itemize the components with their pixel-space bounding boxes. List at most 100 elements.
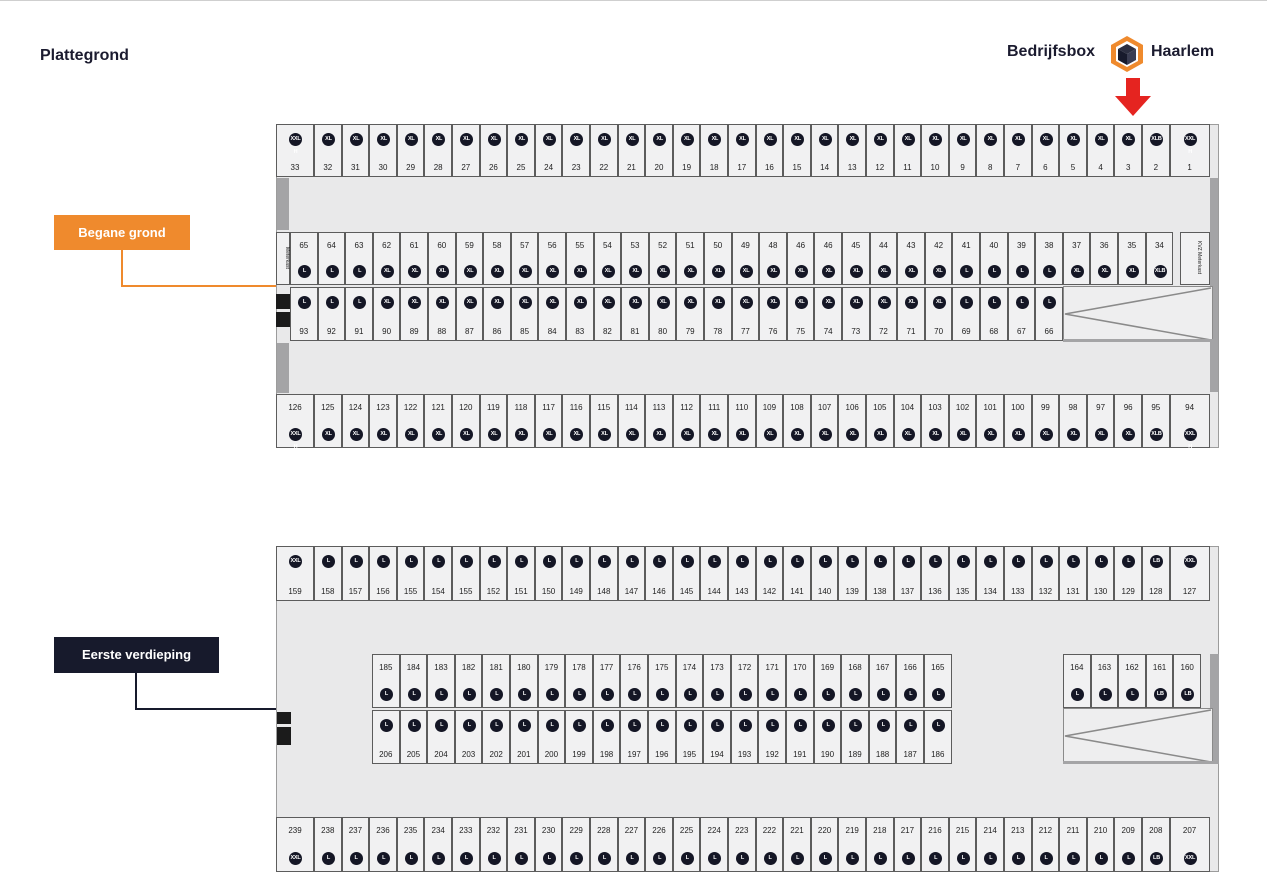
storage-box[interactable]: 64L (317, 232, 346, 285)
storage-box[interactable]: 177L (592, 654, 621, 708)
storage-box[interactable]: 48XL (759, 232, 787, 285)
storage-box[interactable]: 219L (838, 817, 866, 872)
storage-box[interactable]: 212L (1031, 817, 1060, 872)
storage-box[interactable]: 234L (424, 817, 452, 872)
storage-box[interactable]: 220L (810, 817, 839, 872)
storage-box[interactable]: 130L (1086, 546, 1115, 601)
storage-box[interactable]: 211L (1059, 817, 1087, 872)
storage-box[interactable]: 1XXL H (1169, 124, 1210, 177)
storage-box[interactable]: 10XL (921, 124, 949, 177)
storage-box[interactable]: 213L (1004, 817, 1032, 872)
storage-box[interactable]: 173L (703, 654, 731, 708)
storage-box[interactable]: 191L (786, 710, 814, 764)
storage-box[interactable]: 124XL (341, 394, 370, 448)
storage-box[interactable]: 134L (976, 546, 1004, 601)
storage-box[interactable]: 154L (424, 546, 452, 601)
storage-box[interactable]: 82XL (593, 287, 622, 341)
storage-box[interactable]: 85XL (510, 287, 539, 341)
storage-box[interactable]: 16XL (755, 124, 784, 177)
storage-box[interactable]: 62XL (372, 232, 401, 285)
storage-box[interactable]: 168L (841, 654, 869, 708)
storage-box[interactable]: 55XL (566, 232, 594, 285)
storage-box[interactable]: 165L (924, 654, 952, 708)
storage-box[interactable]: 175L (648, 654, 676, 708)
storage-box[interactable]: 12XL (866, 124, 894, 177)
storage-box[interactable]: 189L (841, 710, 869, 764)
storage-box[interactable]: 71XL (897, 287, 925, 341)
storage-box[interactable]: 72XL (869, 287, 898, 341)
storage-box[interactable]: 208LB (1142, 817, 1170, 872)
storage-box[interactable]: 235L (396, 817, 425, 872)
storage-box[interactable]: 155L (396, 546, 425, 601)
storage-box[interactable]: 227L (617, 817, 646, 872)
storage-box[interactable]: 21XL (617, 124, 646, 177)
storage-box[interactable]: 27XL (452, 124, 480, 177)
storage-box[interactable]: 225L (672, 817, 701, 872)
storage-box[interactable]: 95XLB (1142, 394, 1170, 448)
storage-box[interactable]: 39L (1007, 232, 1036, 285)
storage-box[interactable]: 22XL (590, 124, 618, 177)
storage-box[interactable]: 160LB (1173, 654, 1201, 708)
storage-box[interactable]: 145L (672, 546, 701, 601)
storage-box[interactable]: 63L (345, 232, 373, 285)
storage-box[interactable]: 198L (592, 710, 621, 764)
storage-box[interactable]: 167L (868, 654, 897, 708)
storage-box[interactable]: 57XL (510, 232, 539, 285)
storage-box[interactable]: 38L (1035, 232, 1063, 285)
storage-box[interactable]: 13XL (838, 124, 866, 177)
storage-box[interactable]: 129L (1114, 546, 1142, 601)
storage-box[interactable]: 45XL (842, 232, 870, 285)
storage-box[interactable]: 147L (617, 546, 646, 601)
storage-box[interactable]: 182L (454, 654, 483, 708)
storage-box[interactable]: 238L (314, 817, 342, 872)
storage-box[interactable]: 66L (1035, 287, 1063, 341)
storage-box[interactable]: 99XL (1031, 394, 1060, 448)
storage-box[interactable]: 54XL (593, 232, 622, 285)
storage-box[interactable]: 193L (730, 710, 759, 764)
storage-box[interactable]: 161LB (1145, 654, 1174, 708)
storage-box[interactable]: 209L (1114, 817, 1142, 872)
storage-box[interactable]: 89XL (400, 287, 428, 341)
storage-box[interactable]: 136L (921, 546, 949, 601)
storage-box[interactable]: 46XL (814, 232, 842, 285)
storage-box[interactable]: 41L (952, 232, 980, 285)
storage-box[interactable]: 164L (1063, 654, 1091, 708)
storage-box[interactable]: 88XL (428, 287, 456, 341)
storage-box[interactable]: 101XL (976, 394, 1004, 448)
storage-box[interactable]: 157L (341, 546, 370, 601)
storage-box[interactable]: 29XL (396, 124, 425, 177)
storage-box[interactable]: 17XL (728, 124, 756, 177)
storage-box[interactable]: 78XL (704, 287, 732, 341)
storage-box[interactable]: 197L (620, 710, 648, 764)
storage-box[interactable]: 79XL (676, 287, 704, 341)
storage-box[interactable]: 3XL (1114, 124, 1142, 177)
storage-box[interactable]: 170L (786, 654, 814, 708)
storage-box[interactable]: 201L (510, 710, 538, 764)
storage-box[interactable]: 49XL (731, 232, 760, 285)
storage-box[interactable]: 26XL (479, 124, 508, 177)
storage-box[interactable]: 158L (314, 546, 342, 601)
storage-box[interactable]: 184L (399, 654, 428, 708)
storage-box[interactable]: 171L (758, 654, 786, 708)
storage-box[interactable]: 113XL (645, 394, 673, 448)
storage-box[interactable]: 33XXL H (276, 124, 314, 177)
storage-box[interactable]: 106XL (838, 394, 866, 448)
storage-box[interactable]: 119XL (479, 394, 508, 448)
storage-box[interactable]: 126XXL H (276, 394, 314, 450)
storage-box[interactable]: 226L (645, 817, 673, 872)
storage-box[interactable]: 151L (507, 546, 535, 601)
storage-box[interactable]: 117XL (534, 394, 563, 448)
storage-box[interactable]: 46XL (786, 232, 815, 285)
storage-box[interactable]: 51XL (676, 232, 704, 285)
storage-box[interactable]: 108XL (783, 394, 811, 448)
storage-box[interactable]: 114XL (617, 394, 646, 448)
storage-box[interactable]: 232L (479, 817, 508, 872)
storage-box[interactable]: 52XL (648, 232, 677, 285)
storage-box[interactable]: 9XL (948, 124, 977, 177)
storage-box[interactable]: 152L (479, 546, 508, 601)
storage-box[interactable]: 210L (1086, 817, 1115, 872)
storage-box[interactable]: 77XL (731, 287, 760, 341)
storage-box[interactable]: 67L (1007, 287, 1036, 341)
storage-box[interactable]: 81XL (621, 287, 649, 341)
storage-box[interactable]: 215L (948, 817, 977, 872)
